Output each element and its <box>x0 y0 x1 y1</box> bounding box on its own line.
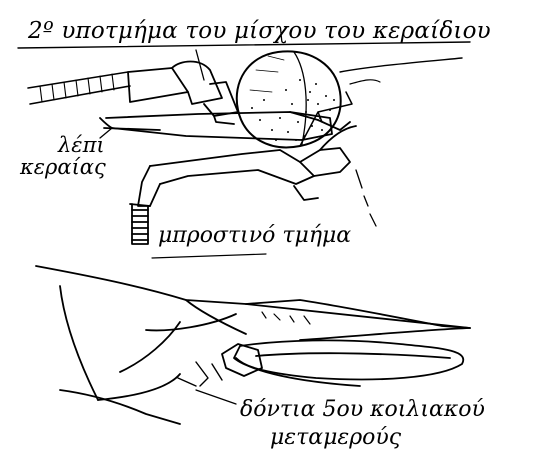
label-scale-line2: κεραίας <box>20 157 106 178</box>
eye-stippling <box>251 79 335 141</box>
compound-eye <box>237 51 341 147</box>
dashed-edge <box>356 170 376 226</box>
label-antenna-segment: 2º υποτμήμα του μίσχου του κεραίδιου <box>28 20 491 43</box>
front-label-underline <box>152 254 266 258</box>
label-front-part: μπροστινό τμήμα <box>158 225 351 247</box>
teeth-leader <box>196 390 236 404</box>
label-teeth-line1: δόντια 5ου κοιλιακού <box>240 399 485 421</box>
label-teeth-line2: μεταμερούς <box>270 427 401 449</box>
tail-spines <box>178 362 222 386</box>
label-scale-line1: λέπι <box>58 135 105 156</box>
antenna-flagellum <box>28 72 130 104</box>
right-stalk <box>340 58 462 72</box>
uropods <box>222 340 463 386</box>
